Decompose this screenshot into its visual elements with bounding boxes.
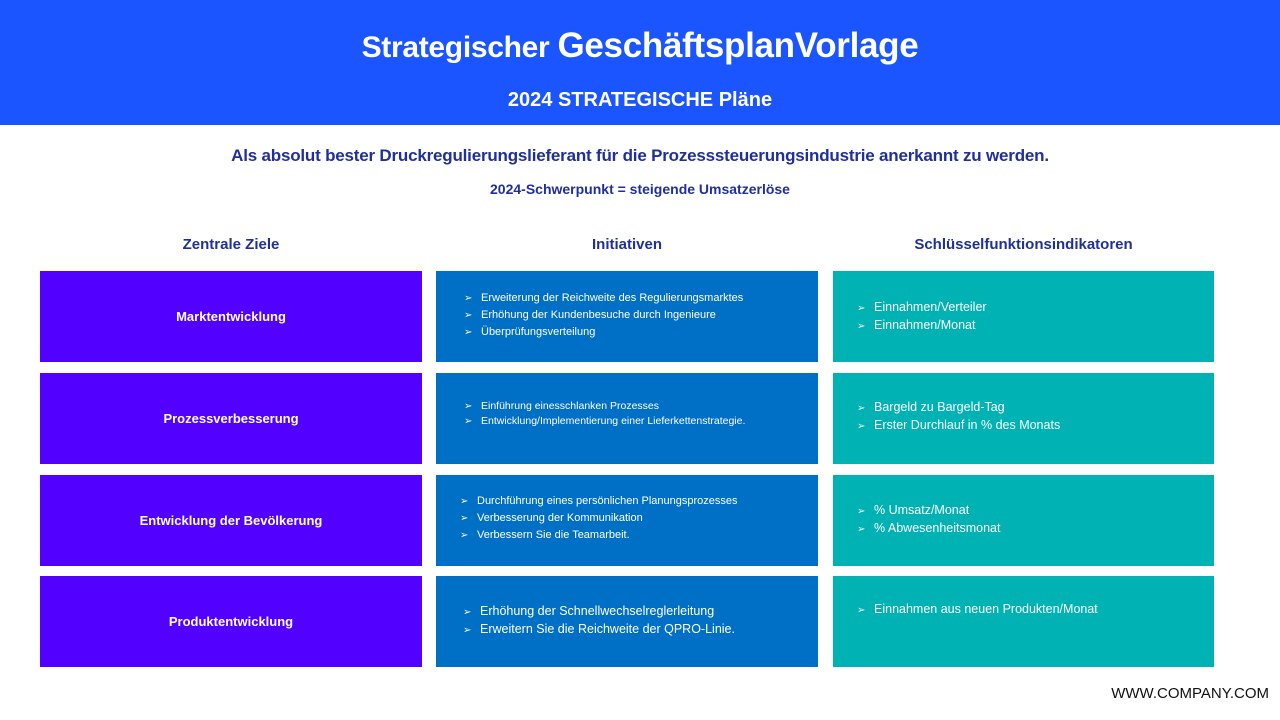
initiatives-box-2: ➢Einführung einesschlanken Prozesses ➢En… <box>436 373 818 464</box>
kpi-list: ➢Einnahmen aus neuen Produkten/Monat <box>857 601 1098 619</box>
focus-statement: 2024-Schwerpunkt = steigende Umsatzerlös… <box>490 181 790 197</box>
list-item: ➢Einnahmen aus neuen Produkten/Monat <box>857 601 1098 619</box>
footer-website: WWW.COMPANY.COM <box>1111 685 1269 702</box>
kpi-box-4: ➢Einnahmen aus neuen Produkten/Monat <box>833 576 1214 667</box>
initiatives-list: ➢Einführung einesschlanken Prozesses ➢En… <box>464 399 745 429</box>
page-subtitle: 2024 STRATEGISCHE Pläne <box>507 89 773 111</box>
list-item: ➢Erhöhung der Kundenbesuche durch Ingeni… <box>464 307 743 324</box>
page-title: Strategischer GeschäftsplanVorlage <box>0 26 1280 66</box>
arrow-bullet-icon: ➢ <box>857 506 866 517</box>
arrow-bullet-icon: ➢ <box>460 530 469 541</box>
list-item: ➢Verbessern Sie die Teamarbeit. <box>460 527 738 544</box>
arrow-bullet-icon: ➢ <box>857 421 866 432</box>
list-item: ➢% Umsatz/Monat <box>857 502 1000 520</box>
arrow-bullet-icon: ➢ <box>464 293 473 304</box>
arrow-bullet-icon: ➢ <box>857 303 866 314</box>
goal-label: Prozessverbesserung <box>163 411 299 426</box>
kpi-box-2: ➢Bargeld zu Bargeld-Tag ➢Erster Durchlau… <box>833 373 1214 464</box>
arrow-bullet-icon: ➢ <box>464 401 473 412</box>
kpi-box-1: ➢Einnahmen/Verteiler ➢Einnahmen/Monat <box>833 271 1214 362</box>
list-item: ➢Einnahmen/Monat <box>857 317 987 335</box>
initiatives-box-1: ➢Erweiterung der Reichweite des Regulier… <box>436 271 818 362</box>
list-item: ➢Erweitern Sie die Reichweite der QPRO-L… <box>463 621 735 639</box>
kpi-list: ➢Bargeld zu Bargeld-Tag ➢Erster Durchlau… <box>857 399 1060 435</box>
arrow-bullet-icon: ➢ <box>463 625 472 636</box>
initiatives-list: ➢Erweiterung der Reichweite des Regulier… <box>464 290 743 341</box>
list-item: ➢Verbesserung der Kommunikation <box>460 510 738 527</box>
goal-label: Marktentwicklung <box>176 309 286 324</box>
arrow-bullet-icon: ➢ <box>857 524 866 535</box>
list-item: ➢Erster Durchlauf in % des Monats <box>857 417 1060 435</box>
goal-box-4: Produktentwicklung <box>40 576 422 667</box>
column-heading-kpis: Schlüsselfunktionsindikatoren <box>914 236 1133 253</box>
goal-box-3: Entwicklung der Bevölkerung <box>40 475 422 566</box>
list-item: ➢Erweiterung der Reichweite des Regulier… <box>464 290 743 307</box>
list-item: ➢Entwicklung/Implementierung einer Liefe… <box>464 415 746 427</box>
list-item: ➢Einnahmen/Verteiler <box>857 299 987 317</box>
arrow-bullet-icon: ➢ <box>857 321 866 332</box>
initiatives-list: ➢Durchführung eines persönlichen Planung… <box>460 493 738 544</box>
arrow-bullet-icon: ➢ <box>463 607 472 618</box>
list-item: ➢Erhöhung der Schnellwechselreglerleitun… <box>463 603 735 621</box>
list-item: ➢Einführung einesschlanken Prozesses <box>464 400 660 412</box>
title-prefix: Strategischer <box>361 31 558 64</box>
kpi-list: ➢% Umsatz/Monat ➢% Abwesenheitsmonat <box>857 502 1000 538</box>
initiatives-box-3: ➢Durchführung eines persönlichen Planung… <box>436 475 818 566</box>
arrow-bullet-icon: ➢ <box>464 327 473 338</box>
goal-box-2: Prozessverbesserung <box>40 373 422 464</box>
list-item: ➢Durchführung eines persönlichen Planung… <box>460 493 738 510</box>
column-heading-initiatives: Initiativen <box>591 236 662 253</box>
initiatives-list: ➢Erhöhung der Schnellwechselreglerleitun… <box>463 603 735 639</box>
goal-box-1: Marktentwicklung <box>40 271 422 362</box>
initiatives-box-4: ➢Erhöhung der Schnellwechselreglerleitun… <box>436 576 818 667</box>
arrow-bullet-icon: ➢ <box>857 403 866 414</box>
column-heading-goals: Zentrale Ziele <box>182 236 280 253</box>
list-item: ➢% Abwesenheitsmonat <box>857 520 1000 538</box>
header-banner: Strategischer GeschäftsplanVorlage 2024 … <box>0 0 1280 125</box>
list-item: ➢Überprüfungsverteilung <box>464 324 743 341</box>
goal-label: Produktentwicklung <box>168 614 294 629</box>
arrow-bullet-icon: ➢ <box>464 416 473 427</box>
title-main: GeschäftsplanVorlage <box>557 26 919 65</box>
kpi-box-3: ➢% Umsatz/Monat ➢% Abwesenheitsmonat <box>833 475 1214 566</box>
arrow-bullet-icon: ➢ <box>464 310 473 321</box>
goal-label: Entwicklung der Bevölkerung <box>139 513 323 528</box>
list-item: ➢Bargeld zu Bargeld-Tag <box>857 399 1060 417</box>
arrow-bullet-icon: ➢ <box>460 513 469 524</box>
arrow-bullet-icon: ➢ <box>460 496 469 507</box>
vision-statement: Als absolut bester Druckregulierungslief… <box>231 146 1049 165</box>
arrow-bullet-icon: ➢ <box>857 605 866 616</box>
kpi-list: ➢Einnahmen/Verteiler ➢Einnahmen/Monat <box>857 299 987 335</box>
